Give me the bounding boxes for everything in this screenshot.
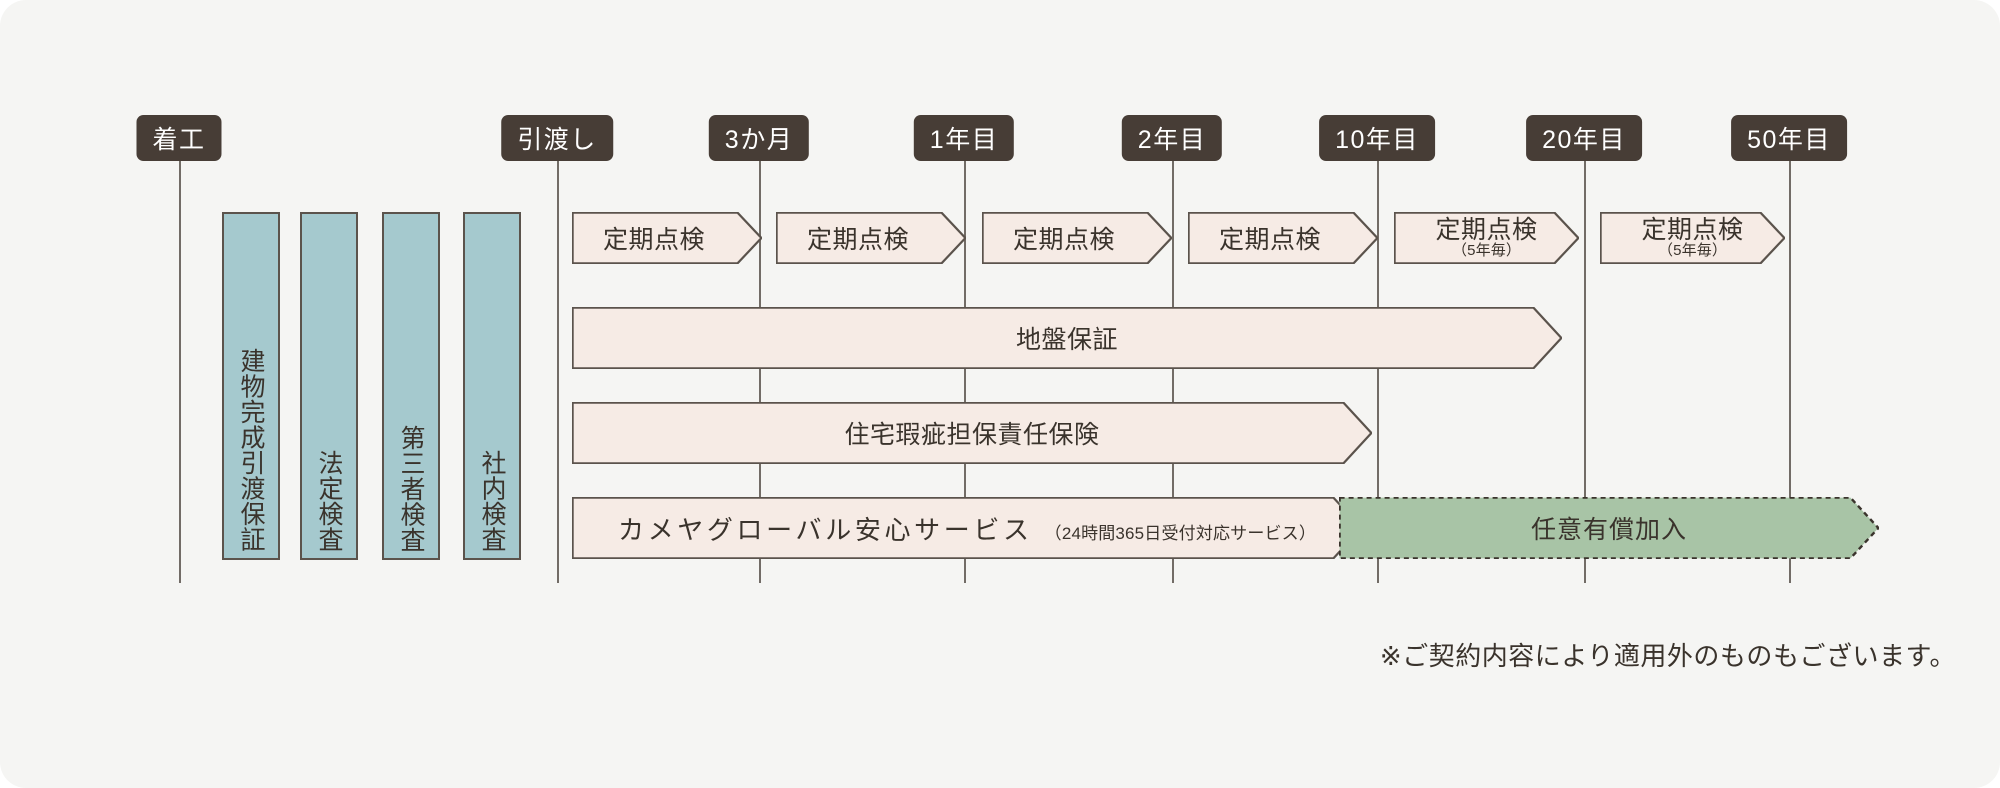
periodic-inspection-label: 定期点検: [1218, 226, 1321, 254]
inspection-box-label: 建物完成引渡保証: [237, 348, 265, 552]
periodic-inspection-label: 定期点検: [1012, 226, 1115, 254]
milestone-pill-7: 50年目: [1731, 115, 1847, 161]
periodic-inspection-label-wrap: 定期点検（5年毎）: [1641, 217, 1743, 259]
milestone-pill-1: 引渡し: [501, 115, 613, 161]
milestone-pill-label: 1年目: [929, 126, 999, 154]
service-bar-label: カメヤグローバル安心サービス: [617, 514, 1033, 545]
warranty-bar-label: 住宅瑕疵担保責任保険: [844, 421, 1100, 449]
service-bar-sublabel: （24時間365日受付対応サービス）: [1044, 523, 1317, 543]
periodic-inspection-2: 定期点検: [982, 212, 1172, 264]
gridline-7: [1789, 135, 1791, 583]
inspection-box-2: 第三者検査: [382, 212, 440, 560]
gridline-0: [179, 135, 181, 583]
service-bar-label: 任意有償加入: [1530, 516, 1687, 544]
periodic-inspection-1: 定期点検: [776, 212, 966, 264]
periodic-inspection-label: 定期点検: [806, 226, 909, 254]
milestone-pill-label: 2年目: [1137, 126, 1207, 154]
inspection-box-label: 法定検査: [315, 450, 343, 552]
periodic-inspection-label-wrap: 定期点検: [807, 220, 909, 256]
periodic-inspection-label: 定期点検: [602, 226, 705, 254]
milestone-pill-6: 20年目: [1526, 115, 1642, 161]
milestone-pill-label: 50年目: [1747, 126, 1831, 154]
milestone-pill-5: 10年目: [1319, 115, 1435, 161]
periodic-inspection-label-wrap: 定期点検（5年毎）: [1435, 217, 1537, 259]
periodic-inspection-label-wrap: 定期点検: [1219, 220, 1321, 256]
periodic-inspection-3: 定期点検: [1188, 212, 1378, 264]
periodic-inspection-sublabel: （5年毎）: [1657, 242, 1728, 260]
inspection-box-1: 法定検査: [300, 212, 358, 560]
gridline-6: [1584, 135, 1586, 583]
milestone-pill-label: 10年目: [1335, 126, 1419, 154]
periodic-inspection-label-wrap: 定期点検: [1013, 220, 1115, 256]
periodic-inspection-label: 定期点検: [1435, 216, 1538, 244]
milestone-pill-4: 2年目: [1121, 115, 1223, 161]
milestone-pill-label: 着工: [152, 126, 206, 154]
inspection-box-3: 社内検査: [463, 212, 521, 560]
warranty-bar-label-wrap: 地盤保証: [1016, 320, 1118, 356]
warranty-bar-defect-liability-insurance: 住宅瑕疵担保責任保険: [572, 402, 1372, 464]
footnote-text: ※ご契約内容により適用外のものもございます。: [1379, 641, 1956, 671]
inspection-box-0: 建物完成引渡保証: [222, 212, 280, 560]
periodic-inspection-sublabel: （5年毎）: [1451, 242, 1522, 260]
milestone-pill-label: 引渡し: [517, 126, 597, 154]
milestone-pill-label: 3か月: [724, 126, 794, 154]
warranty-bar-label-wrap: 住宅瑕疵担保責任保険: [844, 415, 1099, 451]
service-bar-label-wrap: 任意有償加入: [1531, 510, 1687, 546]
periodic-inspection-0: 定期点検: [572, 212, 762, 264]
warranty-bar-ground-warranty: 地盤保証: [572, 307, 1562, 369]
inspection-box-label: 第三者検査: [397, 424, 425, 553]
service-bar-kameya-global-anshin-service: カメヤグローバル安心サービス （24時間365日受付対応サービス）: [572, 497, 1362, 559]
gridline-1: [557, 135, 559, 583]
milestone-pill-3: 1年目: [913, 115, 1015, 161]
service-bar-label-wrap: カメヤグローバル安心サービス （24時間365日受付対応サービス）: [618, 510, 1316, 547]
periodic-inspection-5: 定期点検（5年毎）: [1600, 212, 1785, 264]
inspection-box-label: 社内検査: [478, 450, 506, 552]
milestone-pill-2: 3か月: [708, 115, 810, 161]
periodic-inspection-label-wrap: 定期点検: [603, 220, 705, 256]
warranty-bar-label: 地盤保証: [1015, 326, 1118, 354]
periodic-inspection-4: 定期点検（5年毎）: [1394, 212, 1579, 264]
milestone-pill-0: 着工: [136, 115, 222, 161]
service-bar-optional-paid-enrollment: 任意有償加入: [1339, 497, 1879, 559]
milestone-pill-label: 20年目: [1542, 126, 1626, 154]
periodic-inspection-label: 定期点検: [1641, 216, 1744, 244]
